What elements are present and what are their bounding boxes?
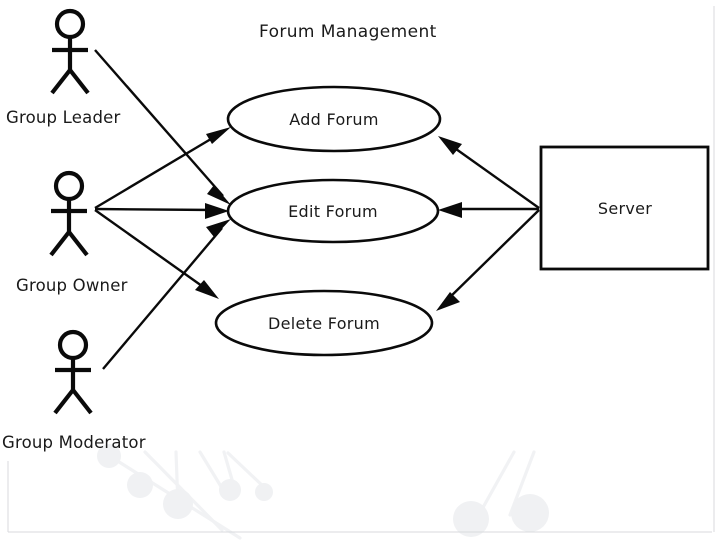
association-owner-to-add bbox=[94, 127, 231, 210]
use-case-label-add-forum: Add Forum bbox=[289, 110, 379, 129]
association-leader-to-edit bbox=[94, 49, 231, 205]
actor-group-moderator[interactable]: Group Moderator bbox=[2, 329, 146, 452]
association-server-to-add bbox=[438, 136, 540, 209]
use-case-edit-forum[interactable]: Edit Forum bbox=[226, 178, 440, 244]
association-owner-to-edit bbox=[94, 203, 229, 219]
actor-label-group-owner: Group Owner bbox=[16, 276, 128, 295]
use-case-label-delete-forum: Delete Forum bbox=[268, 314, 380, 333]
use-case-delete-forum[interactable]: Delete Forum bbox=[214, 289, 434, 357]
association-owner-to-delete bbox=[94, 209, 219, 299]
page-title: Forum Management bbox=[259, 22, 437, 42]
node-label-server: Server bbox=[598, 199, 652, 218]
actor-group-owner[interactable]: Group Owner bbox=[16, 170, 128, 295]
use-case-add-forum[interactable]: Add Forum bbox=[226, 85, 442, 153]
actor-group-leader[interactable]: Group Leader bbox=[6, 8, 120, 127]
association-moderator-to-edit bbox=[102, 219, 231, 370]
association-server-to-edit bbox=[438, 202, 539, 218]
actor-label-group-leader: Group Leader bbox=[6, 108, 120, 127]
association-server-to-delete bbox=[436, 209, 540, 311]
node-server[interactable]: Server bbox=[539, 145, 710, 271]
decorative-watermark bbox=[7, 6, 715, 540]
actor-label-group-moderator: Group Moderator bbox=[2, 433, 146, 452]
use-case-label-edit-forum: Edit Forum bbox=[288, 202, 378, 221]
